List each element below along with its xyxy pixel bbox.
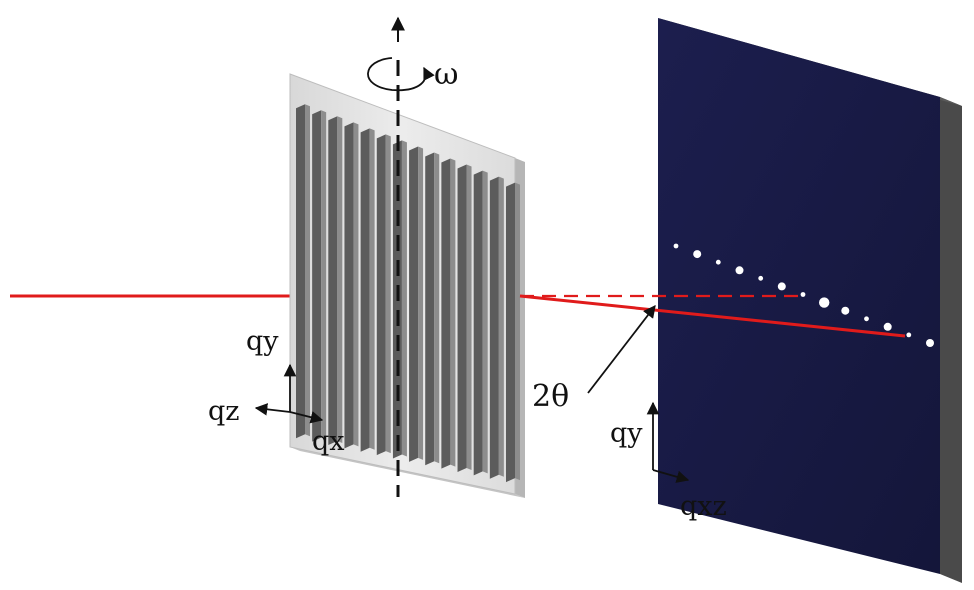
sample-groove <box>425 152 435 466</box>
diffraction-spot <box>673 243 679 249</box>
detector-qy-label: qy <box>610 418 643 449</box>
detector-axes: qy qxz <box>610 401 727 522</box>
diffraction-spot <box>926 339 934 347</box>
diffraction-spot <box>735 266 744 275</box>
diffraction-spot <box>883 322 892 331</box>
sample-qx-label: qx <box>312 426 345 457</box>
sample-groove <box>441 158 451 469</box>
sample-groove <box>489 176 499 479</box>
diffraction-spot <box>841 306 850 315</box>
detector <box>658 18 962 583</box>
rotation-arrow-icon <box>367 57 435 92</box>
sample-groove-side <box>498 176 504 477</box>
sample-groove-side <box>418 146 424 460</box>
sample-grating <box>289 73 525 498</box>
sample-groove-side <box>401 140 407 457</box>
sample-groove <box>473 170 483 476</box>
sample-groove-side <box>515 182 520 481</box>
diffraction-spot <box>819 297 830 308</box>
sample-grooves <box>296 104 520 483</box>
sample-groove-side <box>385 134 391 454</box>
omega-label: ω <box>434 57 458 92</box>
scattered-beam <box>519 294 906 338</box>
diffraction-spot <box>777 282 786 291</box>
sample-groove <box>457 164 467 472</box>
diffraction-spot <box>693 250 702 259</box>
detector-edge <box>940 97 962 583</box>
sample-groove-side <box>305 104 310 437</box>
sample-groove-side <box>466 164 472 470</box>
sample-groove <box>344 122 354 449</box>
two-theta-label: 2θ <box>532 379 569 414</box>
diffraction-spot <box>800 292 806 297</box>
diffraction-spot <box>715 259 721 265</box>
detector-face <box>658 18 940 574</box>
sample-groove-side <box>353 122 359 447</box>
sample-groove <box>360 128 370 452</box>
two-theta-pointer <box>587 305 656 394</box>
detector-qxz-axis <box>652 469 690 483</box>
sample-groove-side <box>369 128 375 450</box>
sample-qy-label: qy <box>246 326 279 357</box>
sample-groove-side <box>434 152 440 464</box>
sample-groove <box>506 182 515 483</box>
sample-qz-axis <box>254 403 291 416</box>
sample-axes: qy qz qx <box>208 326 345 457</box>
diffraction-spot <box>864 316 869 322</box>
diffraction-spots <box>673 243 934 347</box>
sample-groove <box>376 134 386 456</box>
detector-qxz-label: qxz <box>680 491 727 522</box>
sample-groove <box>328 116 338 446</box>
sample-qz-label: qz <box>208 396 240 427</box>
sample-qx-axis <box>289 411 324 424</box>
sample-groove-side <box>482 170 488 474</box>
sample-groove-side <box>337 116 343 444</box>
diffraction-spot <box>906 332 912 338</box>
sample-groove-side <box>450 158 456 467</box>
sample-groove <box>409 146 419 462</box>
sample-groove <box>296 104 305 439</box>
sample-groove <box>312 110 322 442</box>
diffraction-spot <box>758 275 764 281</box>
sample-groove-side <box>321 110 327 440</box>
